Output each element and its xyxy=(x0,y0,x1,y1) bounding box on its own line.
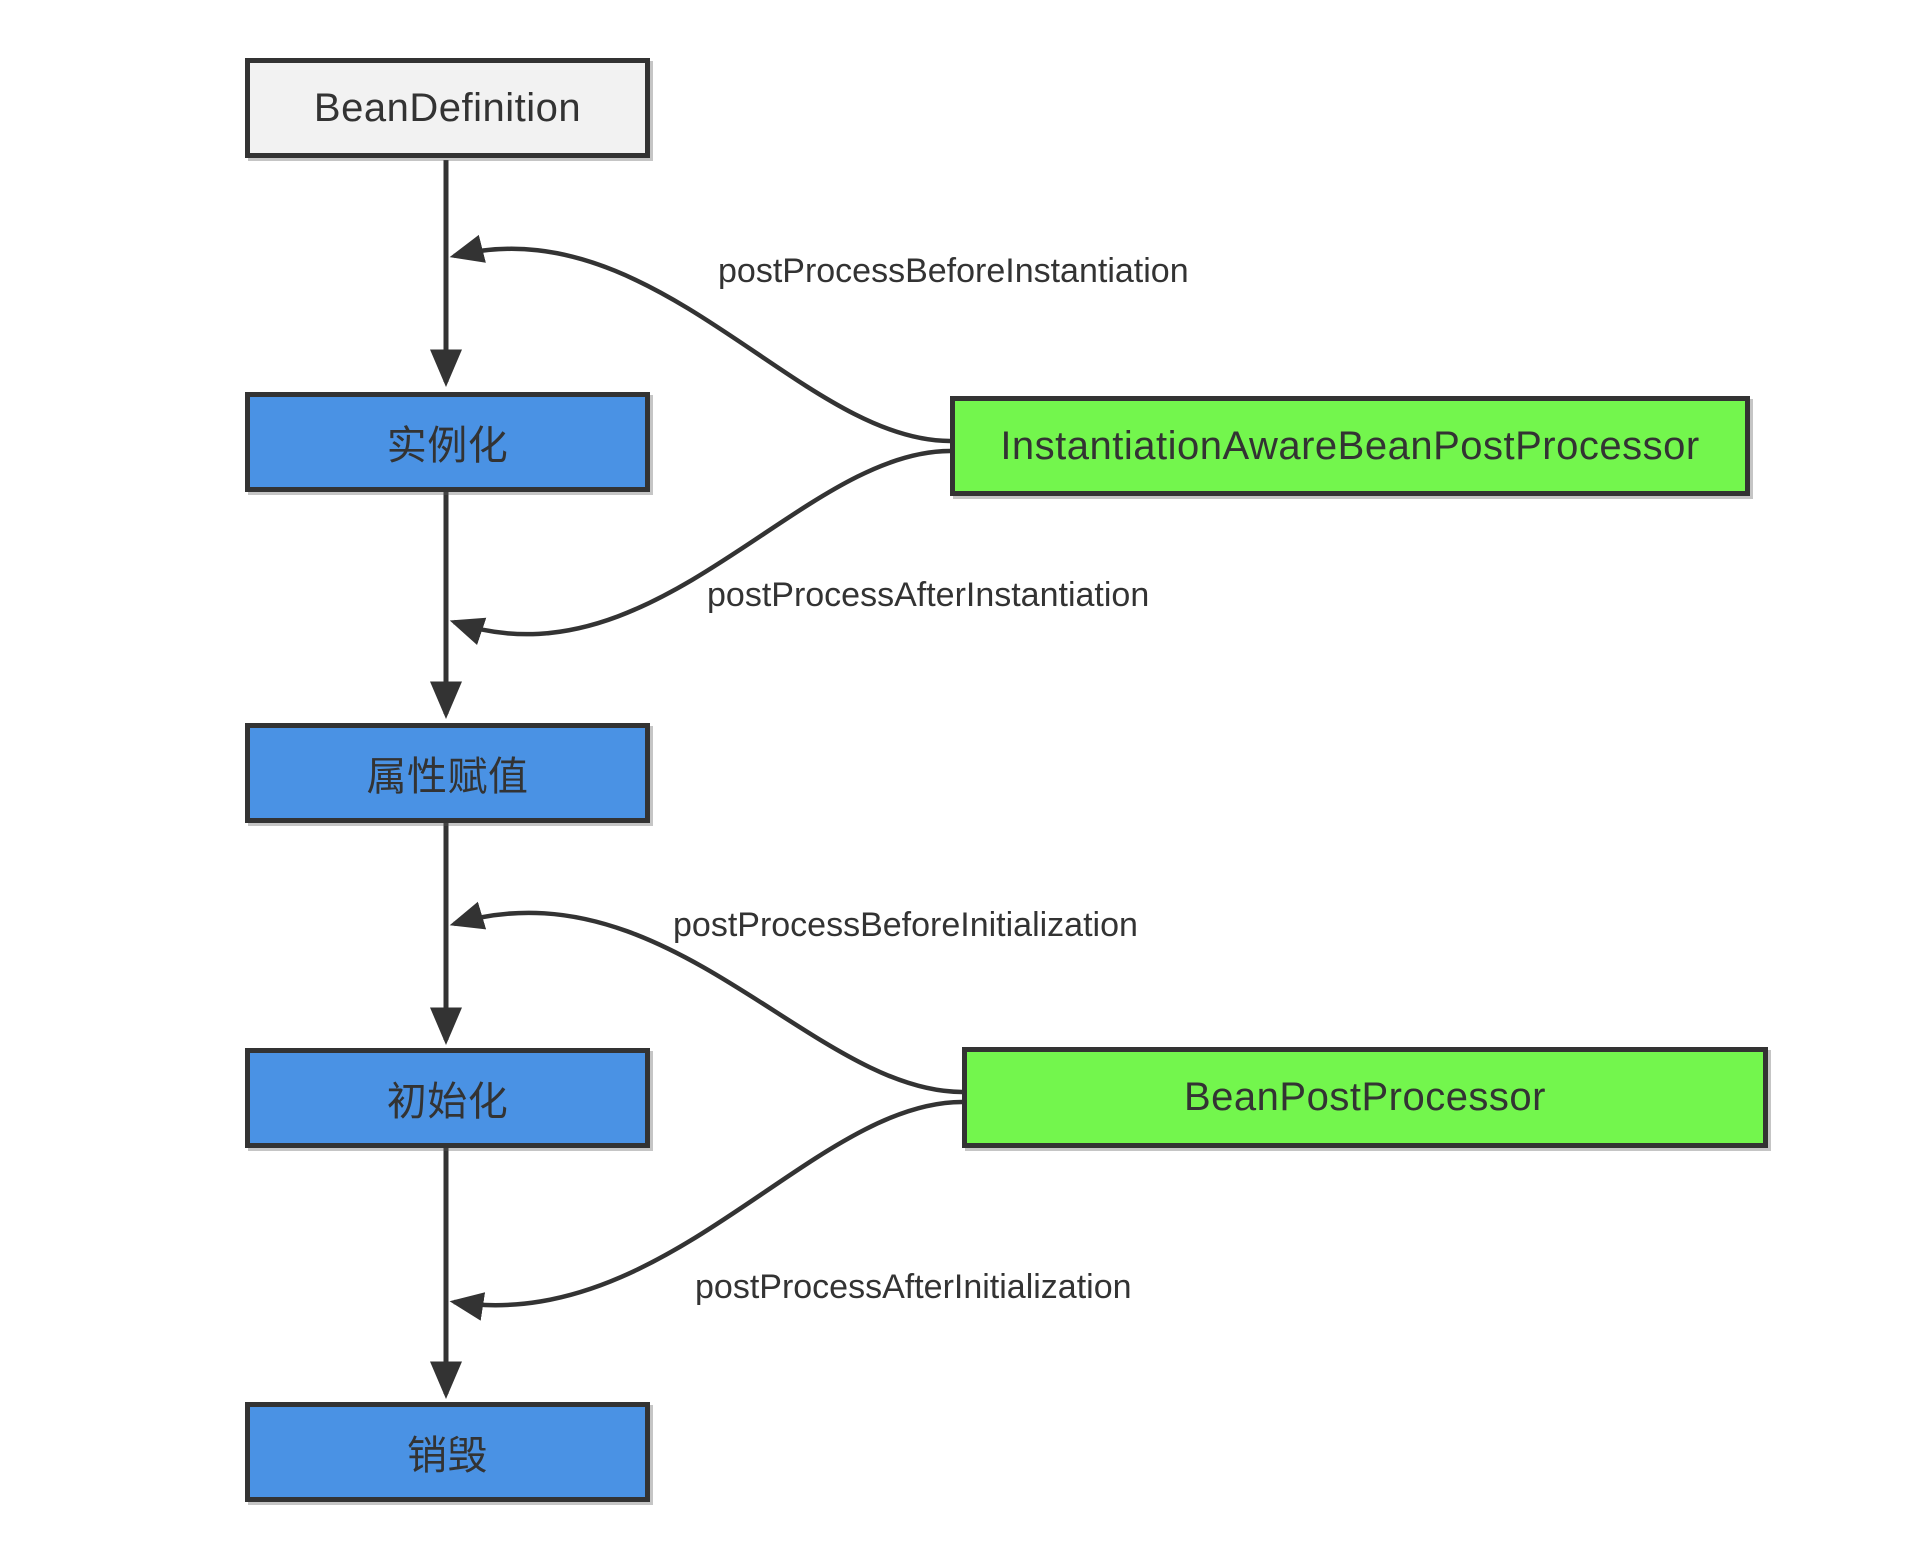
edge-label-post-process-before-instantiation: postProcessBeforeInstantiation xyxy=(718,252,1189,290)
curve-post-process-before-initialization xyxy=(449,901,963,1095)
node-instantiation-aware-bean-post-processor: InstantiationAwareBeanPostProcessor xyxy=(950,396,1750,496)
node-bean-post-processor: BeanPostProcessor xyxy=(962,1047,1768,1148)
curve-post-process-after-initialization xyxy=(449,1099,963,1321)
curve-post-process-before-instantiation xyxy=(449,234,951,444)
node-bean-definition-label: BeanDefinition xyxy=(313,85,582,130)
node-bean-post-processor-label: BeanPostProcessor xyxy=(1183,1075,1546,1119)
node-initialization-label: 初始化 xyxy=(386,1080,509,1124)
node-instantiation-aware-bean-post-processor-label: InstantiationAwareBeanPostProcessor xyxy=(1000,423,1700,468)
node-initialization: 初始化 xyxy=(245,1048,650,1148)
node-bean-definition: BeanDefinition xyxy=(245,58,650,158)
node-destruction: 销毁 xyxy=(245,1402,650,1502)
edge-label-post-process-before-initialization: postProcessBeforeInitialization xyxy=(673,906,1138,944)
node-property-assignment: 属性赋值 xyxy=(245,723,650,823)
edge-label-post-process-after-initialization: postProcessAfterInitialization xyxy=(695,1268,1132,1306)
node-property-assignment-label: 属性赋值 xyxy=(366,755,529,799)
node-instantiation: 实例化 xyxy=(245,392,650,492)
edge-label-post-process-after-instantiation: postProcessAfterInstantiation xyxy=(707,576,1150,614)
curve-post-process-after-instantiation xyxy=(449,448,951,645)
node-destruction-label: 销毁 xyxy=(407,1434,488,1478)
node-instantiation-label: 实例化 xyxy=(386,424,509,468)
